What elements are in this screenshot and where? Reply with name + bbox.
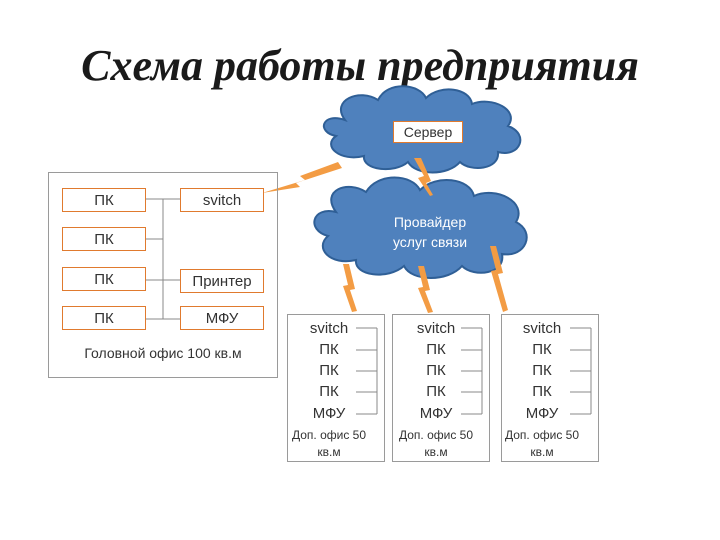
branch2-pc-1: ПК (426, 341, 446, 358)
bolt-provider-branch1 (343, 264, 357, 312)
head-office-caption: Головной офис 100 кв.м (84, 345, 242, 361)
branch3-caption-line1: Доп. офис 50 (504, 428, 580, 442)
branch-office-3 (501, 314, 599, 462)
branch2-switch: svitch (416, 320, 456, 337)
head-pc-4: ПК (62, 306, 146, 330)
branch-office-2 (392, 314, 490, 462)
bolt-provider-branch3 (490, 246, 508, 312)
branch3-pc-2: ПК (532, 362, 552, 379)
branch1-pc-1: ПК (319, 341, 339, 358)
head-printer: Принтер (180, 269, 264, 293)
provider-label-line1: Провайдер (393, 214, 467, 230)
branch2-pc-3: ПК (426, 383, 446, 400)
branch3-pc-1: ПК (532, 341, 552, 358)
branch3-caption-line2: кв.м (530, 445, 554, 459)
branch2-pc-2: ПК (426, 362, 446, 379)
head-pc-2: ПК (62, 227, 146, 251)
provider-label-line2: услуг связи (392, 234, 468, 250)
branch3-switch: svitch (522, 320, 562, 337)
branch1-caption-line1: Доп. офис 50 (291, 428, 367, 442)
head-pc-1: ПК (62, 188, 146, 212)
branch2-caption-line1: Доп. офис 50 (398, 428, 474, 442)
branch3-mfu: МФУ (525, 405, 559, 422)
head-mfu: МФУ (180, 306, 264, 330)
branch1-pc-2: ПК (319, 362, 339, 379)
branch2-mfu: МФУ (419, 405, 453, 422)
branch1-pc-3: ПК (319, 383, 339, 400)
branch3-pc-3: ПК (532, 383, 552, 400)
provider-label: Провайдер услуг связи (360, 212, 500, 252)
head-switch: svitch (180, 188, 264, 212)
bolt-provider-branch2 (418, 266, 433, 313)
bolt-server-head (262, 162, 342, 193)
head-pc-3: ПК (62, 267, 146, 291)
page-title: Схема работы предприятия (81, 41, 639, 90)
branch-lines (356, 327, 592, 415)
head-office-panel (48, 172, 278, 378)
branch1-switch: svitch (309, 320, 349, 337)
head-office-lines (146, 198, 180, 320)
branch1-mfu: МФУ (312, 405, 346, 422)
server-label: Сервер (393, 121, 463, 143)
branch2-caption-line2: кв.м (424, 445, 448, 459)
branch1-caption-line2: кв.м (317, 445, 341, 459)
bolt-server-provider (414, 158, 433, 196)
branch-office-1 (287, 314, 385, 462)
provider-cloud (313, 176, 528, 279)
